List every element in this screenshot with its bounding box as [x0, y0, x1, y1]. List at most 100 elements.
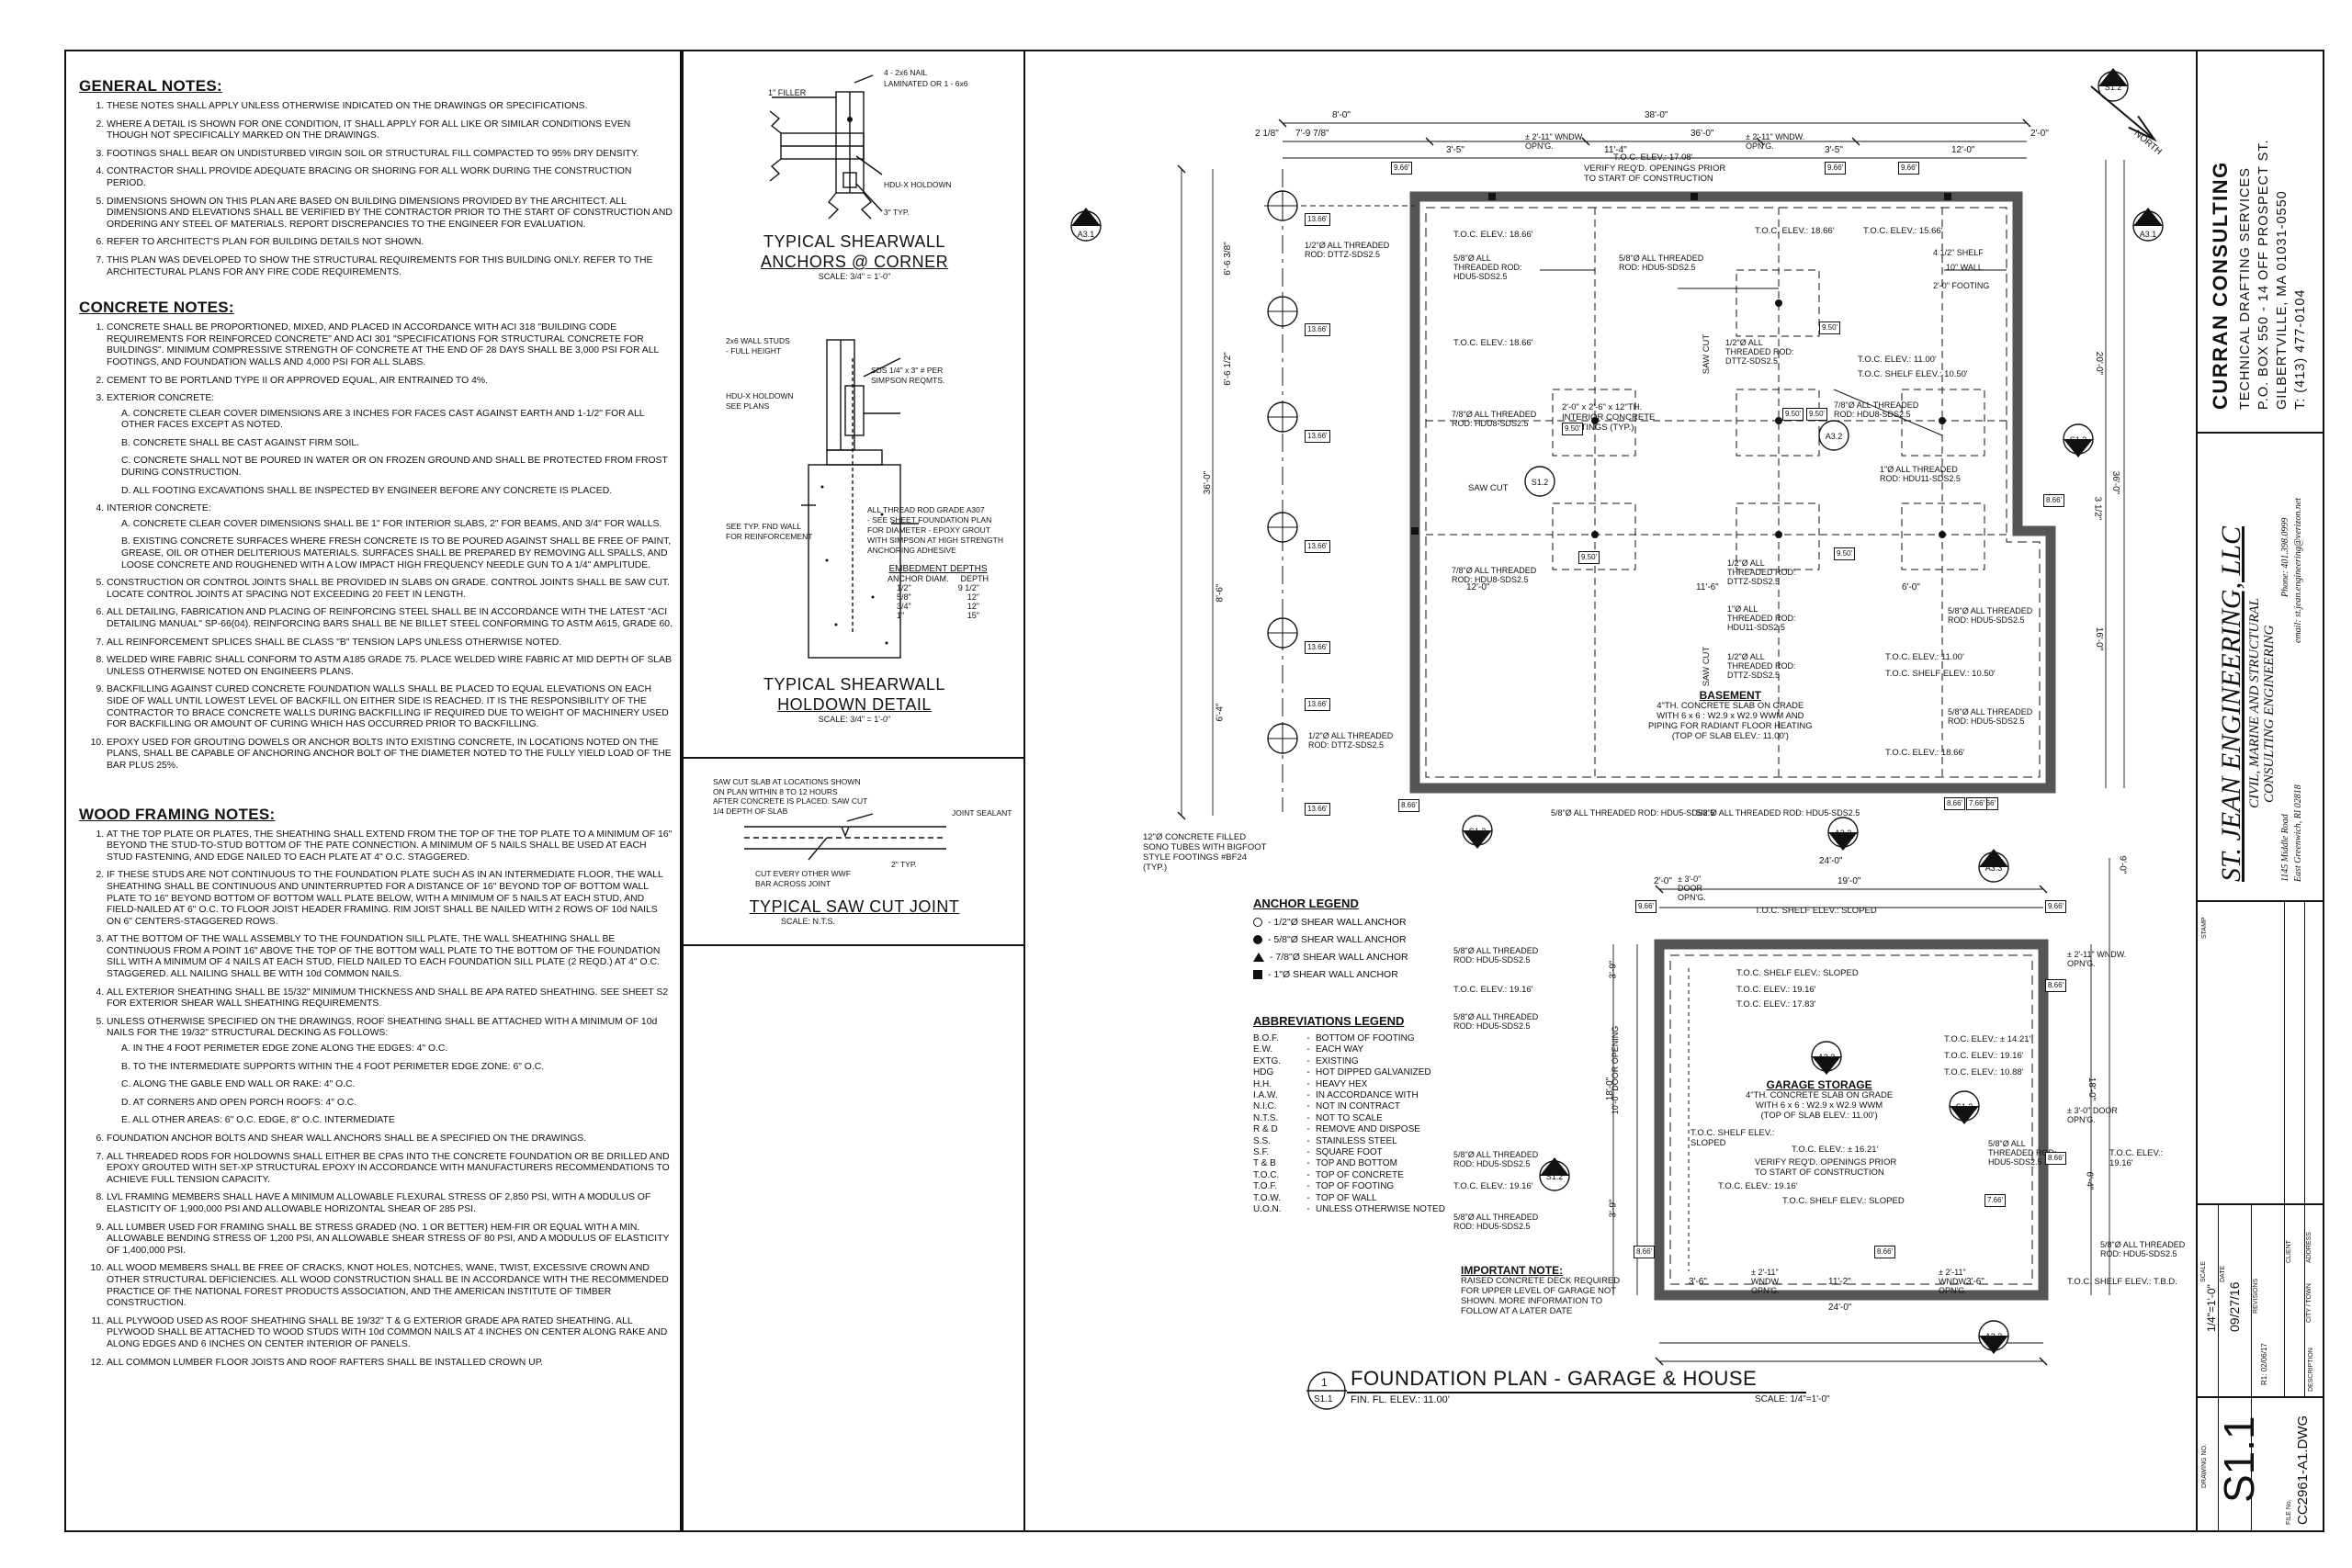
- wood-note: LVL FRAMING MEMBERS SHALL HAVE A MINIMUM…: [107, 1192, 673, 1215]
- embedment-row: 1/2"9 1/2": [897, 583, 979, 592]
- corner-lam-label: LAMINATED OR 1 - 6x6: [884, 79, 968, 88]
- concrete-note: EXTERIOR CONCRETE: A. CONCRETE CLEAR COV…: [107, 393, 673, 497]
- title-col-2: [2251, 1203, 2252, 1532]
- general-note: FOOTINGS SHALL BEAR ON UNDISTURBED VIRGI…: [107, 149, 673, 161]
- abbreviation-row: N.T.S.-NOT TO SCALE: [1253, 1112, 1383, 1123]
- elevation-tag: 8.66': [2045, 979, 2067, 992]
- wood-note: AT THE TOP PLATE OR PLATES, THE SHEATHIN…: [107, 829, 673, 864]
- svg-text:A3.1: A3.1: [1078, 230, 1095, 239]
- holdown-sds-label: SDS 1/4" x 3" # PER: [871, 366, 944, 375]
- elevation-tag: 13.66': [1305, 213, 1330, 226]
- sawcut-cut-note: CUT EVERY OTHER WWF BAR ACROSS JOINT: [755, 869, 851, 888]
- holdown-simp-label: SIMPSON REQMTS.: [871, 376, 945, 385]
- window-top-b: ± 2'-11" WNDW. OPN'G.: [1746, 132, 1805, 151]
- holdown-wall2-label: FOR REINFORCEMENT: [726, 532, 813, 541]
- title-divider-eng: [2198, 900, 2324, 902]
- dim-side-160: 16'-0": [2094, 626, 2105, 651]
- revisions-label: REVISIONS: [2253, 1278, 2259, 1314]
- abbreviation-row: E.W.-EACH WAY: [1253, 1044, 1364, 1055]
- corner-holdown-label: HDU-X HOLDOWN: [884, 180, 952, 189]
- concrete-note: CONSTRUCTION OR CONTROL JOINTS SHALL BE …: [107, 578, 673, 601]
- wood-note: UNLESS OTHERWISE SPECIFIED ON THE DRAWIN…: [107, 1017, 673, 1127]
- rod-1-label: 1"Ø ALL THREADED ROD: HDU11-SDS2.5: [1727, 604, 1796, 632]
- svg-text:A3.3: A3.3: [1985, 1332, 2003, 1341]
- sawcut-typ-label: 2" TYP.: [891, 860, 917, 869]
- drawing-number: S1.1: [2215, 1416, 2263, 1503]
- elevation-tag: 13.66': [1305, 641, 1330, 654]
- rod-half-label: 1/2"Ø ALL THREADED ROD: DTTZ-SDS2.5: [1727, 652, 1796, 680]
- abbreviation-row: T & B-TOP AND BOTTOM: [1253, 1158, 1397, 1169]
- toc-label: T.O.C. ELEV.: 17.83': [1736, 999, 1816, 1010]
- title-divider-client: [2198, 1203, 2324, 1205]
- toc-label: T.O.C. ELEV.: 19.16': [2109, 1148, 2164, 1168]
- svg-text:A3.2: A3.2: [1826, 432, 1843, 441]
- embedment-rows: 1/2"9 1/2"5/8"12"3/4"12"1"15": [888, 583, 989, 620]
- plan-view-sheet: S1.1: [1314, 1394, 1333, 1404]
- concrete-note: INTERIOR CONCRETE: A. CONCRETE CLEAR COV…: [107, 503, 673, 571]
- title-col-3: [2284, 900, 2285, 1396]
- concrete-note: ALL DETAILING, FABRICATION AND PLACING O…: [107, 607, 673, 630]
- dim-seg-120: 12'-0": [1951, 145, 1975, 155]
- toc-label: T.O.C. SHELF ELEV.: SLOPED: [1690, 1128, 1775, 1148]
- rod-58-label: 5/8"Ø ALL THREADED ROD: HDU5-SDS2.5: [1948, 707, 2033, 726]
- rod-58-label: 5/8"Ø ALL THREADED ROD: HDU5-SDS2.5: [1619, 254, 1704, 272]
- wood-notes-list: AT THE TOP PLATE OR PLATES, THE SHEATHIN…: [79, 829, 673, 1370]
- elevation-tag: 13.66': [1305, 323, 1330, 336]
- saw-cut-label-v1: SAW CUT: [1702, 333, 1713, 375]
- abbreviation-row: N.I.C.-NOT IN CONTRACT: [1253, 1101, 1401, 1112]
- footing-label: 2'-0" FOOTING: [1933, 281, 1990, 290]
- plan-subtitle: FIN. FL. ELEV.: 11.00': [1351, 1394, 1450, 1405]
- firm-line-3: GILBERTVILLE, MA 01031-0550: [2275, 190, 2290, 410]
- elevation-tag: 7.66': [1966, 797, 1988, 810]
- wood-subnote: C. ALONG THE GABLE END WALL OR RAKE: 4" …: [121, 1079, 356, 1090]
- embedment-table: EMBEDMENT DEPTHS ANCHOR DIAM.DEPTH 1/2"9…: [888, 564, 989, 620]
- dim-garage-39b: 3'-9": [1608, 1199, 1619, 1218]
- holdown-detail-title: TYPICAL SHEARWALL HOLDOWN DETAIL SCALE: …: [763, 675, 945, 724]
- saw-cut-label-v2: SAW CUT: [1702, 646, 1713, 687]
- dim-seg-116: 11'-6": [1696, 582, 1719, 592]
- anchor-legend-item: - 7/8"Ø SHEAR WALL ANCHOR: [1253, 952, 1437, 963]
- abbreviation-row: T.O.F.-TOP OF FOOTING: [1253, 1181, 1395, 1192]
- abbreviation-row: R & D-REMOVE AND DISPOSE: [1253, 1124, 1420, 1135]
- window-bottom-b: ± 2'-11" WNDW. OPN'G.: [1939, 1268, 1968, 1295]
- dim-bay-86: 8'-6": [1215, 583, 1226, 603]
- wood-note: ALL LUMBER USED FOR FRAMING SHALL BE STR…: [107, 1223, 673, 1258]
- revisions-value: R1: 02/06/17: [2260, 1343, 2268, 1385]
- general-notes-heading: GENERAL NOTES:: [79, 77, 222, 95]
- dim-overall-top: 38'-0": [1645, 110, 1668, 120]
- title-col-4: [2304, 900, 2305, 1396]
- elevation-tag: 9.66': [1635, 900, 1657, 913]
- general-notes-list: THESE NOTES SHALL APPLY UNLESS OTHERWISE…: [79, 101, 673, 278]
- dim-seg-60: 6'-0": [1902, 582, 1920, 592]
- toc-label: T.O.C. SHELF ELEV.: T.B.D.: [2067, 1277, 2177, 1287]
- dim-side-right-360: 36'-0": [2110, 470, 2121, 495]
- dim-garage-112: 11'-2": [1828, 1277, 1851, 1287]
- general-note: CONTRACTOR SHALL PROVIDE ADEQUATE BRACIN…: [107, 166, 673, 189]
- svg-text:S1.2: S1.2: [2105, 83, 2122, 92]
- dim-side-360: 36'-0": [1203, 470, 1214, 495]
- rod-half-label: 1/2"Ø ALL THREADED ROD: DTTZ-SDS2.5: [1727, 558, 1796, 586]
- engineer-email: email: st.jean.engineering@verizon.net: [2293, 497, 2303, 643]
- rod-58-label: 5/8"Ø ALL THREADED ROD: HDU5-SDS2.5: [1696, 808, 1860, 818]
- wood-subnote: D. AT CORNERS AND OPEN PORCH ROOFS: 4" O…: [121, 1097, 357, 1108]
- engineer-line-1: CIVIL, MARINE AND STRUCTURAL: [2247, 598, 2262, 808]
- elevation-tag: 9.50': [1578, 551, 1600, 564]
- engineer-address-2: East Greenwich, RI 02818: [2293, 784, 2303, 882]
- toc-label: T.O.C. ELEV.: 15.66': [1863, 226, 1943, 236]
- verify-garage-note: VERIFY REQ'D. OPENINGS PRIOR TO START OF…: [1755, 1157, 1897, 1178]
- elevation-tag: 8.66': [1634, 1246, 1656, 1258]
- svg-text:A3.3: A3.3: [1985, 863, 2003, 873]
- dim-seg-218: 2 1/8": [1255, 129, 1279, 139]
- address-label: ADDRESS: [2306, 1232, 2312, 1263]
- sawcut-detail-drawing: [744, 813, 946, 861]
- rod-58-label: 5/8"Ø ALL THREADED ROD: HDU5-SDS2.5: [1453, 254, 1522, 281]
- abbreviation-row: S.S.-STAINLESS STEEL: [1253, 1135, 1397, 1146]
- rod-58-label: 5/8"Ø ALL THREADED ROD: HDU5-SDS2.5: [1453, 1012, 1539, 1031]
- general-note: WHERE A DETAIL IS SHOWN FOR ONE CONDITIO…: [107, 119, 673, 142]
- square-filled-icon: [1253, 970, 1262, 979]
- general-note: DIMENSIONS SHOWN ON THIS PLAN ARE BASED …: [107, 197, 673, 231]
- plan-scale: SCALE: 1/4"=1'-0": [1755, 1394, 1830, 1404]
- holdown-see-label: SEE PLANS: [726, 401, 770, 411]
- sono-note: 12"Ø CONCRETE FILLED SONO TUBES WITH BIG…: [1143, 832, 1267, 873]
